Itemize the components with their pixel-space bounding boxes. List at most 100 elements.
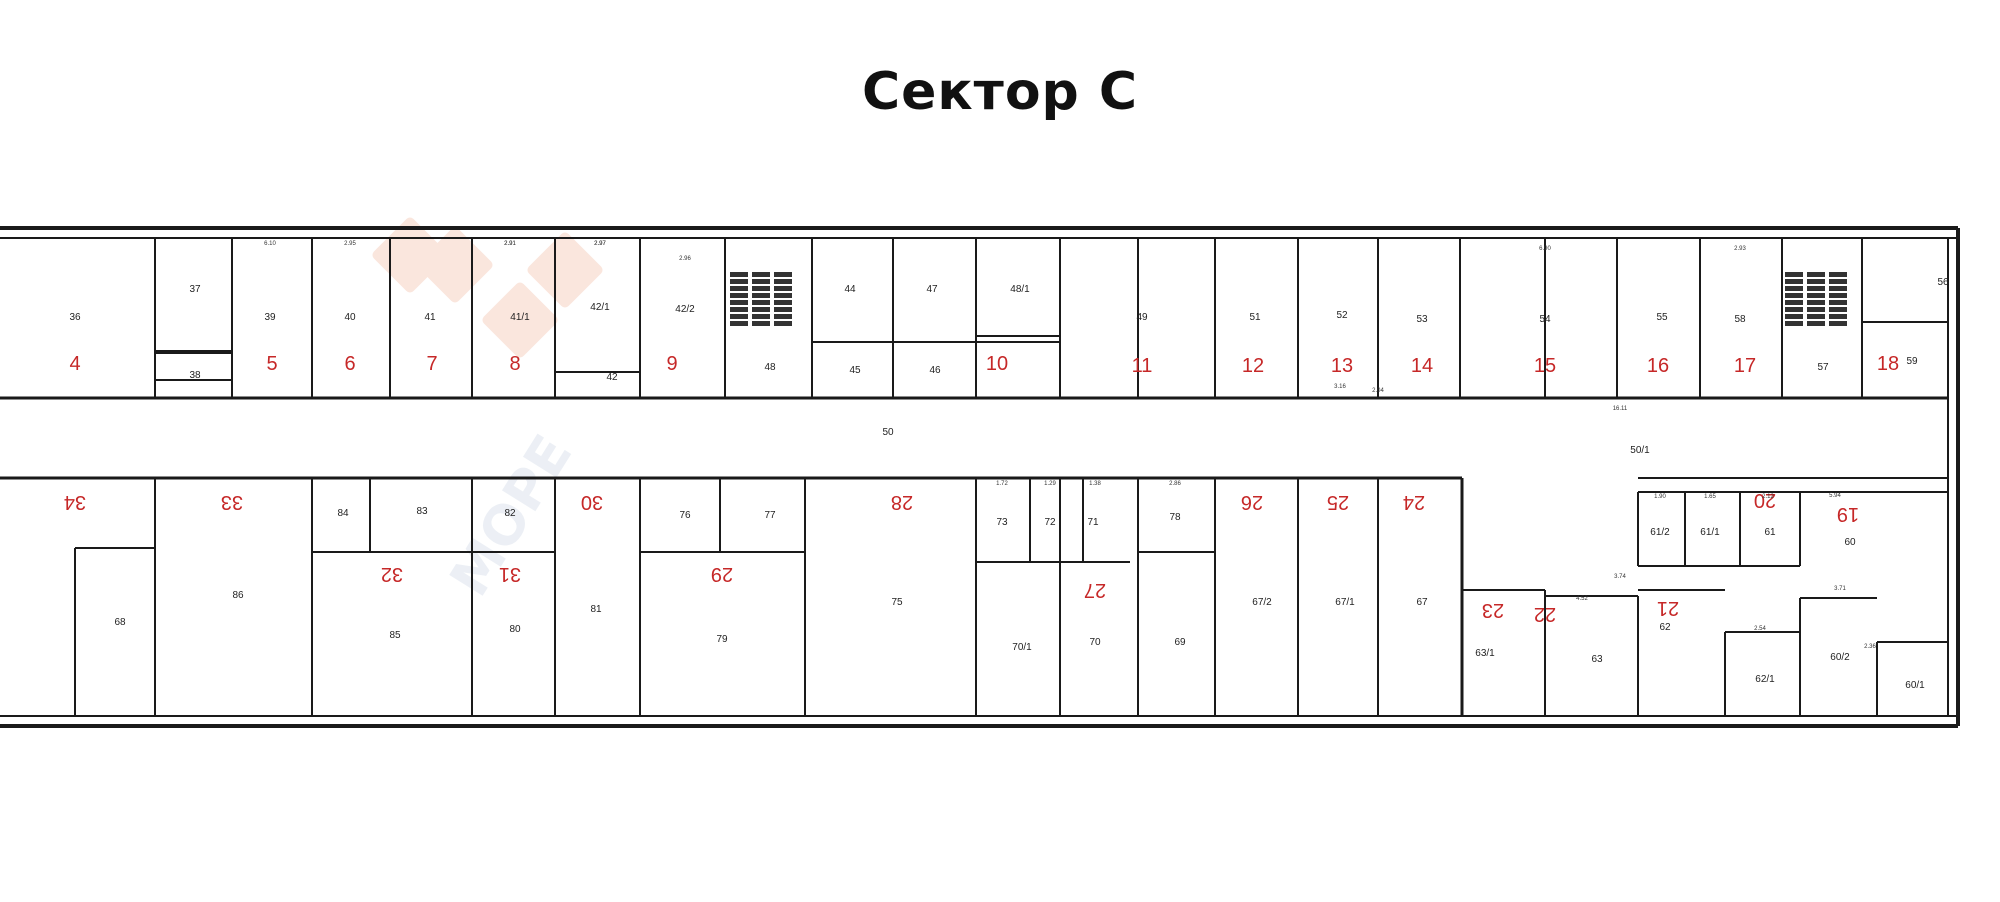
dimension-label: 2.54 xyxy=(1754,626,1766,632)
room-number: 56 xyxy=(1937,277,1949,288)
room-number: 40 xyxy=(344,312,356,323)
dimension-label: 1.29 xyxy=(1044,481,1056,487)
staircase-right xyxy=(1807,307,1825,312)
room-number: 52 xyxy=(1336,310,1348,321)
dimension-label: 2.04 xyxy=(1372,388,1384,394)
room-number: 49 xyxy=(1136,312,1148,323)
room-number: 68 xyxy=(114,617,126,628)
sector-number: 15 xyxy=(1534,355,1556,377)
room-number: 84 xyxy=(337,508,349,519)
page-title: Сектор С xyxy=(861,62,1139,122)
room-number: 41/1 xyxy=(510,312,530,323)
staircase-left xyxy=(774,300,792,305)
room-number: 42/2 xyxy=(675,304,695,315)
sector-number: 26 xyxy=(1241,491,1263,513)
staircase-left xyxy=(774,321,792,326)
room-number: 50/1 xyxy=(1630,445,1650,456)
room-number: 60 xyxy=(1844,537,1856,548)
staircase-right xyxy=(1829,307,1847,312)
room-number: 73 xyxy=(996,517,1008,528)
watermark-shape xyxy=(372,217,448,293)
dimension-label: 2.86 xyxy=(1169,481,1181,487)
room-number: 55 xyxy=(1656,312,1668,323)
staircase-right xyxy=(1785,286,1803,291)
room-number: 51 xyxy=(1249,312,1261,323)
staircase-right xyxy=(1807,272,1825,277)
staircase-left xyxy=(752,321,770,326)
room-number: 50 xyxy=(882,427,894,438)
room-number: 60/2 xyxy=(1830,652,1850,663)
room-number: 44 xyxy=(844,284,856,295)
dimension-label: 1.65 xyxy=(1704,494,1716,500)
room-number: 67/2 xyxy=(1252,597,1272,608)
staircases xyxy=(730,272,1847,326)
room-number: 53 xyxy=(1416,314,1428,325)
sector-number: 33 xyxy=(221,491,243,513)
sector-number: 8 xyxy=(509,353,520,375)
sector-number: 10 xyxy=(986,353,1008,375)
staircase-right xyxy=(1829,272,1847,277)
room-number: 61/1 xyxy=(1700,527,1720,538)
sector-number: 19 xyxy=(1837,503,1859,525)
sector-number: 22 xyxy=(1534,603,1556,625)
staircase-left xyxy=(730,279,748,284)
watermark-shape xyxy=(527,232,603,308)
sector-number: 34 xyxy=(64,491,86,513)
watermark-shape xyxy=(417,227,493,303)
floor-plan-walls xyxy=(0,226,1960,728)
room-number: 72 xyxy=(1044,517,1056,528)
sector-number: 31 xyxy=(499,563,521,585)
room-number: 60/1 xyxy=(1905,680,1925,691)
dimension-label: 2.93 xyxy=(1734,246,1746,252)
dimension-label: 1.90 xyxy=(1654,494,1666,500)
staircase-right xyxy=(1807,279,1825,284)
staircase-left xyxy=(730,272,748,277)
staircase-left xyxy=(752,307,770,312)
dimension-label: 3.16 xyxy=(1334,384,1346,390)
sector-number: 4 xyxy=(69,353,80,375)
sector-number: 20 xyxy=(1754,489,1776,511)
staircase-right xyxy=(1829,314,1847,319)
dimension-label: 5.94 xyxy=(1829,493,1841,499)
staircase-right xyxy=(1829,279,1847,284)
room-number: 86 xyxy=(232,590,244,601)
sector-number: 25 xyxy=(1327,491,1349,513)
staircase-right xyxy=(1829,300,1847,305)
staircase-left xyxy=(774,272,792,277)
room-number: 41 xyxy=(424,312,436,323)
sector-number: 27 xyxy=(1084,579,1106,601)
staircase-left xyxy=(730,300,748,305)
sector-number: 5 xyxy=(266,353,277,375)
staircase-left xyxy=(730,293,748,298)
sector-number: 14 xyxy=(1411,355,1433,377)
staircase-right xyxy=(1829,321,1847,326)
dimension-label: 2.96 xyxy=(679,256,691,262)
staircase-left xyxy=(774,307,792,312)
room-number: 63/1 xyxy=(1475,648,1495,659)
dimension-label: 16.11 xyxy=(1613,406,1628,412)
room-number: 47 xyxy=(926,284,938,295)
staircase-left xyxy=(752,314,770,319)
staircase-right xyxy=(1829,293,1847,298)
room-number: 61 xyxy=(1764,527,1776,538)
room-number: 36 xyxy=(69,312,81,323)
room-number: 76 xyxy=(679,510,691,521)
sector-number: 6 xyxy=(344,353,355,375)
sector-number: 21 xyxy=(1657,597,1679,619)
room-number: 46 xyxy=(929,365,941,376)
sector-number: 32 xyxy=(381,563,403,585)
room-number: 77 xyxy=(764,510,776,521)
watermark-shape xyxy=(482,282,558,358)
dimension-label: 2.97 xyxy=(594,241,606,247)
sector-number: 16 xyxy=(1647,355,1669,377)
room-number: 61/2 xyxy=(1650,527,1670,538)
room-number: 81 xyxy=(590,604,602,615)
staircase-left xyxy=(730,286,748,291)
staircase-right xyxy=(1785,272,1803,277)
staircase-right xyxy=(1785,307,1803,312)
staircase-left xyxy=(730,321,748,326)
sector-number: 23 xyxy=(1482,599,1504,621)
staircase-right xyxy=(1785,293,1803,298)
room-number: 82 xyxy=(504,508,516,519)
